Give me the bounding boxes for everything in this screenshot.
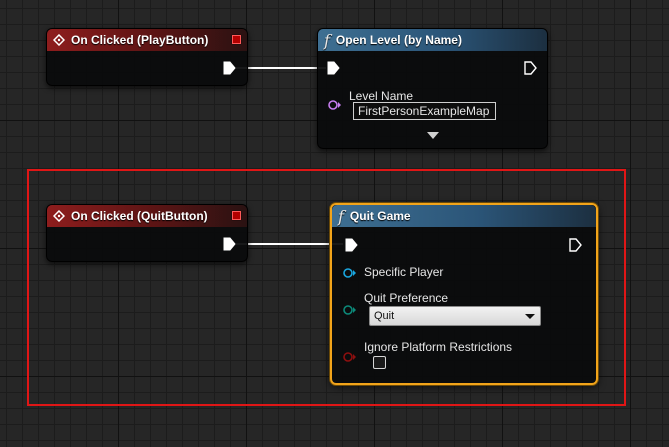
exec-out-pin-icon[interactable] bbox=[524, 61, 537, 75]
object-pin-icon[interactable] bbox=[343, 267, 357, 279]
exec-in-pin-icon[interactable] bbox=[327, 61, 340, 75]
node-title: On Clicked (QuitButton) bbox=[71, 209, 208, 223]
level-name-label: Level Name bbox=[349, 89, 414, 103]
exec-out-pin-icon[interactable] bbox=[223, 61, 236, 75]
node-title: On Clicked (PlayButton) bbox=[71, 33, 209, 47]
exec-in-pin-icon[interactable] bbox=[345, 238, 358, 252]
node-title: Quit Game bbox=[349, 209, 411, 223]
node-title: Open Level (by Name) bbox=[335, 33, 462, 47]
chevron-down-icon bbox=[525, 314, 535, 319]
delegate-pin-icon[interactable] bbox=[232, 211, 241, 220]
event-node-play-button[interactable]: On Clicked (PlayButton) bbox=[46, 28, 248, 86]
ignore-platform-checkbox[interactable] bbox=[373, 356, 386, 369]
byte-pin-icon[interactable] bbox=[343, 304, 357, 316]
node-header[interactable]: On Clicked (PlayButton) bbox=[47, 29, 247, 51]
delegate-pin-icon[interactable] bbox=[232, 35, 241, 44]
ignore-platform-label: Ignore Platform Restrictions bbox=[364, 340, 513, 354]
highlight-box bbox=[27, 169, 626, 406]
function-node-quit-game[interactable]: f Quit Game Specific Player Quit Prefere… bbox=[330, 203, 598, 385]
quit-preference-dropdown[interactable]: Quit bbox=[369, 306, 541, 326]
expand-arrow-icon[interactable] bbox=[427, 132, 439, 139]
node-header[interactable]: f Open Level (by Name) bbox=[318, 29, 547, 51]
dropdown-value: Quit bbox=[374, 310, 395, 322]
function-node-open-level[interactable]: f Open Level (by Name) Level Name FirstP… bbox=[317, 28, 548, 149]
exec-out-pin-icon[interactable] bbox=[569, 238, 582, 252]
event-node-quit-button[interactable]: On Clicked (QuitButton) bbox=[46, 204, 248, 262]
level-name-input[interactable]: FirstPersonExampleMap bbox=[353, 102, 496, 120]
bool-pin-icon[interactable] bbox=[343, 351, 357, 363]
node-header[interactable]: On Clicked (QuitButton) bbox=[47, 205, 247, 227]
function-f-icon: f bbox=[338, 206, 344, 226]
node-header[interactable]: f Quit Game bbox=[332, 205, 596, 227]
event-diamond-icon bbox=[53, 34, 65, 46]
string-pin-icon[interactable] bbox=[328, 99, 342, 111]
function-f-icon: f bbox=[324, 30, 330, 50]
quit-preference-label: Quit Preference bbox=[364, 291, 449, 305]
event-diamond-icon bbox=[53, 210, 65, 222]
specific-player-label: Specific Player bbox=[364, 265, 444, 279]
exec-out-pin-icon[interactable] bbox=[223, 237, 236, 251]
